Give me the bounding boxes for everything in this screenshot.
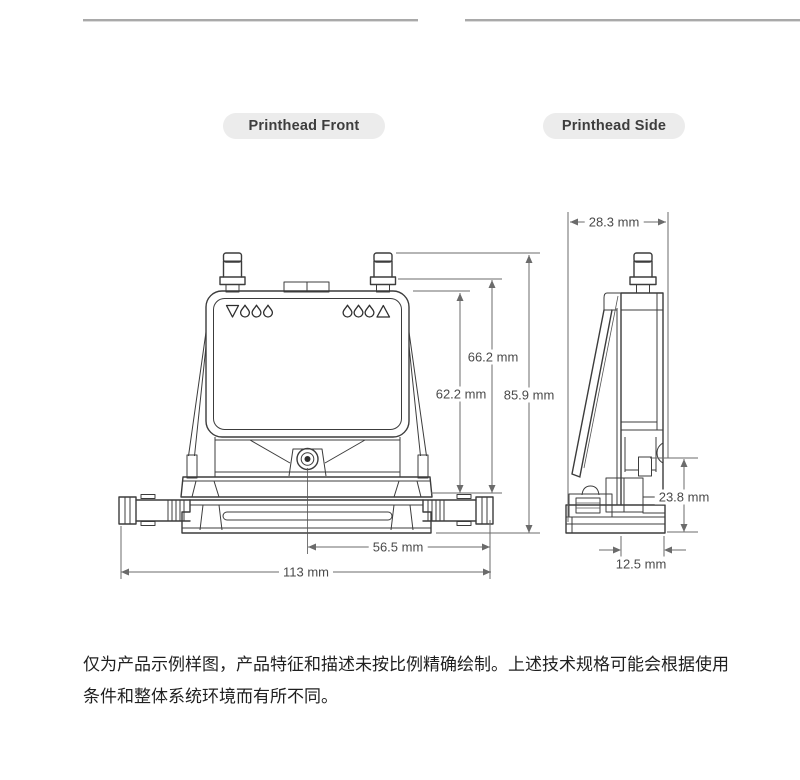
ink-port-side-icon	[629, 252, 657, 294]
front-dimension-lines	[120, 252, 540, 579]
triangle-up-icon	[376, 304, 391, 318]
printhead-body	[205, 290, 410, 438]
dim-label-85-9: 85.9 mm	[499, 387, 559, 403]
side-rail-left	[118, 494, 191, 526]
side-rail-right	[422, 494, 494, 526]
droplet-icon	[251, 304, 262, 318]
droplet-icon	[262, 304, 274, 318]
base-plate	[181, 499, 432, 534]
printhead-side-label: Printhead Side	[543, 113, 685, 139]
ink-indicator-icons	[225, 304, 391, 318]
top-divider-left	[83, 19, 418, 21]
droplet-icon	[353, 304, 364, 318]
ink-port-right-icon	[369, 252, 397, 293]
dim-label-66-2: 66.2 mm	[463, 349, 523, 365]
dim-label-12-5: 12.5 mm	[611, 556, 671, 572]
dim-label-23-8: 23.8 mm	[654, 489, 714, 505]
screw-icon	[296, 447, 319, 471]
printhead-front-view	[118, 252, 540, 579]
dim-label-113: 113 mm	[279, 564, 333, 580]
top-divider-right	[465, 19, 800, 21]
dim-label-28-3: 28.3 mm	[584, 214, 644, 230]
printhead-front-label: Printhead Front	[223, 113, 385, 139]
dim-label-62-2: 62.2 mm	[431, 386, 491, 402]
support-bracket	[571, 295, 619, 478]
disclaimer-text: 仅为产品示例样图，产品特征和描述未按比例精确绘制。上述技术规格可能会根据使用条件…	[83, 655, 729, 706]
droplet-icon	[342, 304, 353, 318]
droplet-icon	[239, 304, 251, 318]
side-base	[565, 477, 666, 534]
ink-port-left-icon	[219, 252, 246, 293]
dim-label-56-5: 56.5 mm	[368, 539, 428, 555]
droplet-icon	[364, 304, 375, 318]
support-legs	[186, 331, 429, 479]
triangle-down-icon	[225, 304, 240, 318]
mounting-flange	[180, 476, 433, 498]
side-body	[603, 292, 664, 506]
printhead-side-view	[565, 212, 698, 557]
